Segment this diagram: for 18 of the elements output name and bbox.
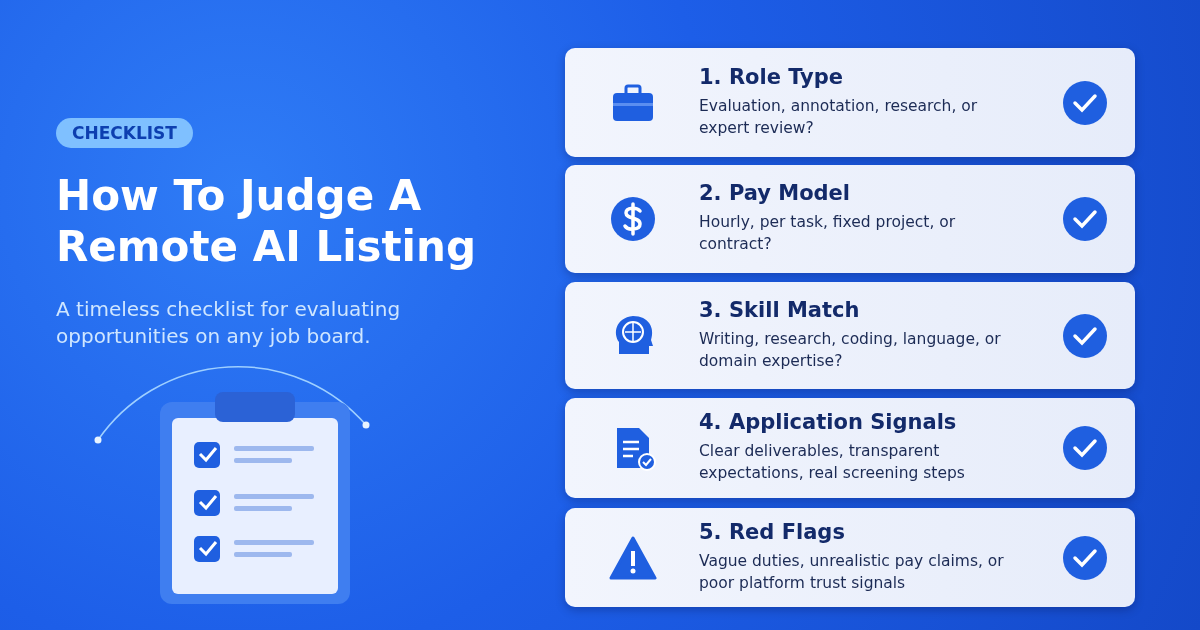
title: How To Judge A Remote AI Listing bbox=[56, 170, 477, 272]
checklist-card bbox=[565, 165, 1135, 273]
checklist-card bbox=[565, 398, 1135, 498]
card-heading: 5. Red Flags bbox=[699, 519, 845, 544]
card-heading: 3. Skill Match bbox=[699, 297, 860, 322]
card-description: Clear deliverables, transparent expectations, real screening steps bbox=[699, 441, 966, 484]
card-heading: 1. Role Type bbox=[699, 64, 844, 89]
card-description: Hourly, per task, fixed project, or contract? bbox=[699, 212, 957, 255]
card-heading: 4. Application Signals bbox=[699, 410, 957, 434]
card-description: Writing, research, coding, language, or domain expertise? bbox=[699, 328, 1002, 372]
checklist-tag: CHECKLIST bbox=[56, 118, 193, 148]
card-description: Vague duties, unrealistic pay claims, or poor platform trust signals bbox=[699, 550, 1005, 594]
checklist-card bbox=[565, 282, 1135, 389]
subtitle: A timeless checklist for evaluating opportunities on any job board. bbox=[56, 296, 402, 350]
checklist-card bbox=[565, 48, 1135, 157]
card-heading: 2. Pay Model bbox=[699, 181, 851, 205]
card-description: Evaluation, annotation, research, or expert review? bbox=[699, 95, 979, 139]
checklist-card bbox=[565, 508, 1135, 607]
